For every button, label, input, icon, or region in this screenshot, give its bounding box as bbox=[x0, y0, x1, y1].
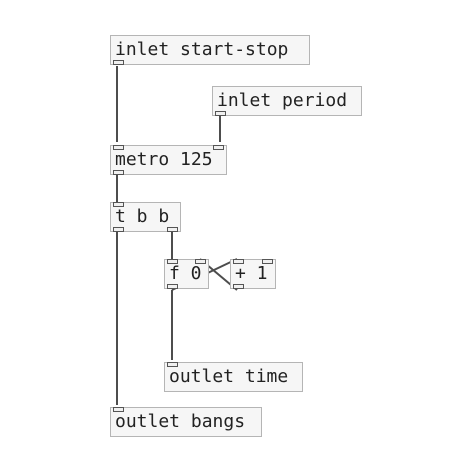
inlet-port[interactable] bbox=[167, 362, 178, 367]
outlet-port[interactable] bbox=[167, 227, 178, 232]
inlet-port[interactable] bbox=[113, 202, 124, 207]
inlet-port[interactable] bbox=[113, 145, 124, 150]
object-label: + 1 bbox=[235, 263, 268, 284]
outlet-bangs-object[interactable]: outlet bangs bbox=[110, 407, 262, 437]
object-label: f 0 bbox=[169, 263, 202, 284]
outlet-port[interactable] bbox=[113, 170, 124, 175]
outlet-port[interactable] bbox=[113, 60, 124, 65]
inlet-port[interactable] bbox=[195, 259, 206, 264]
trigger-object[interactable]: t b b bbox=[110, 202, 181, 232]
object-label: outlet bangs bbox=[115, 411, 246, 432]
inlet-port[interactable] bbox=[213, 145, 224, 150]
inlet-period-object[interactable]: inlet period bbox=[212, 86, 362, 116]
inlet-port[interactable] bbox=[262, 259, 273, 264]
inlet-start-stop-object[interactable]: inlet start-stop bbox=[110, 35, 310, 65]
object-label: metro 125 bbox=[115, 149, 213, 170]
object-label: inlet start-stop bbox=[115, 39, 289, 60]
metro-object[interactable]: metro 125 bbox=[110, 145, 227, 175]
plus-object[interactable]: + 1 bbox=[230, 259, 276, 289]
float-object[interactable]: f 0 bbox=[164, 259, 209, 289]
outlet-port[interactable] bbox=[167, 284, 178, 289]
inlet-port[interactable] bbox=[113, 407, 124, 412]
inlet-port[interactable] bbox=[167, 259, 178, 264]
outlet-time-object[interactable]: outlet time bbox=[164, 362, 303, 392]
outlet-port[interactable] bbox=[113, 227, 124, 232]
outlet-port[interactable] bbox=[233, 284, 244, 289]
outlet-port[interactable] bbox=[215, 111, 226, 116]
inlet-port[interactable] bbox=[233, 259, 244, 264]
object-label: inlet period bbox=[217, 90, 348, 111]
object-label: outlet time bbox=[169, 366, 289, 387]
object-label: t b b bbox=[115, 206, 170, 227]
